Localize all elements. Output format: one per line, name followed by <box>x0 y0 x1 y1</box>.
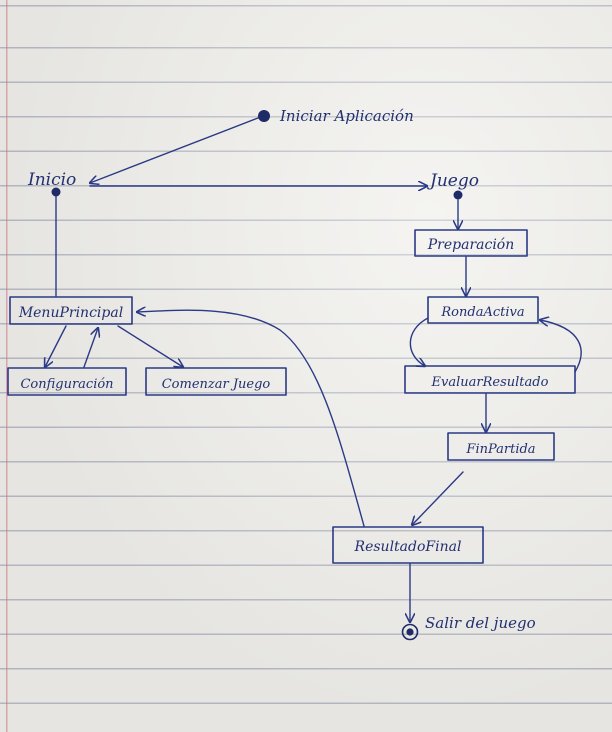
initial-node-icon <box>258 110 270 122</box>
state-comenzar-juego: Comenzar Juego <box>162 377 271 392</box>
state-configuracion: Configuración <box>20 377 113 392</box>
final-label: Salir del juego <box>425 614 536 632</box>
edge-menu-to-configuracion <box>45 325 67 367</box>
edge-fin-to-resultado <box>412 471 464 525</box>
final-node-icon <box>401 623 419 641</box>
start-label: Iniciar Aplicación <box>279 107 414 125</box>
state-preparacion: Preparación <box>427 237 515 253</box>
state-juego: Juego <box>427 171 479 191</box>
state-menu-principal: MenuPrincipal <box>18 305 123 321</box>
edge-resultado-to-menu <box>137 310 365 527</box>
edge-evaluar-to-ronda-loop <box>540 320 582 373</box>
state-box-ronda-activa <box>427 296 539 324</box>
state-box-fin-partida <box>447 432 555 461</box>
state-box-evaluar-resultado <box>404 365 576 394</box>
juego-dot-icon <box>453 190 463 200</box>
state-evaluar-resultado: EvaluarResultado <box>431 375 549 390</box>
edge-menu-to-comenzar <box>117 325 183 367</box>
edge-start-to-inicio <box>90 117 259 183</box>
state-ronda-activa: RondaActiva <box>440 305 524 320</box>
state-box-preparacion <box>414 229 528 257</box>
state-box-configuracion <box>7 367 127 396</box>
state-box-menu-principal <box>9 296 133 325</box>
state-inicio: Inicio <box>27 170 76 190</box>
state-box-resultado-final <box>332 526 484 564</box>
state-fin-partida: FinPartida <box>465 442 535 457</box>
inicio-dot-icon <box>51 187 61 197</box>
final-node-core-icon <box>406 628 414 636</box>
state-box-comenzar-juego <box>145 367 287 396</box>
state-resultado-final: ResultadoFinal <box>354 539 462 555</box>
edge-ronda-to-evaluar-loop <box>409 317 429 366</box>
edge-configuracion-to-menu <box>83 328 98 368</box>
